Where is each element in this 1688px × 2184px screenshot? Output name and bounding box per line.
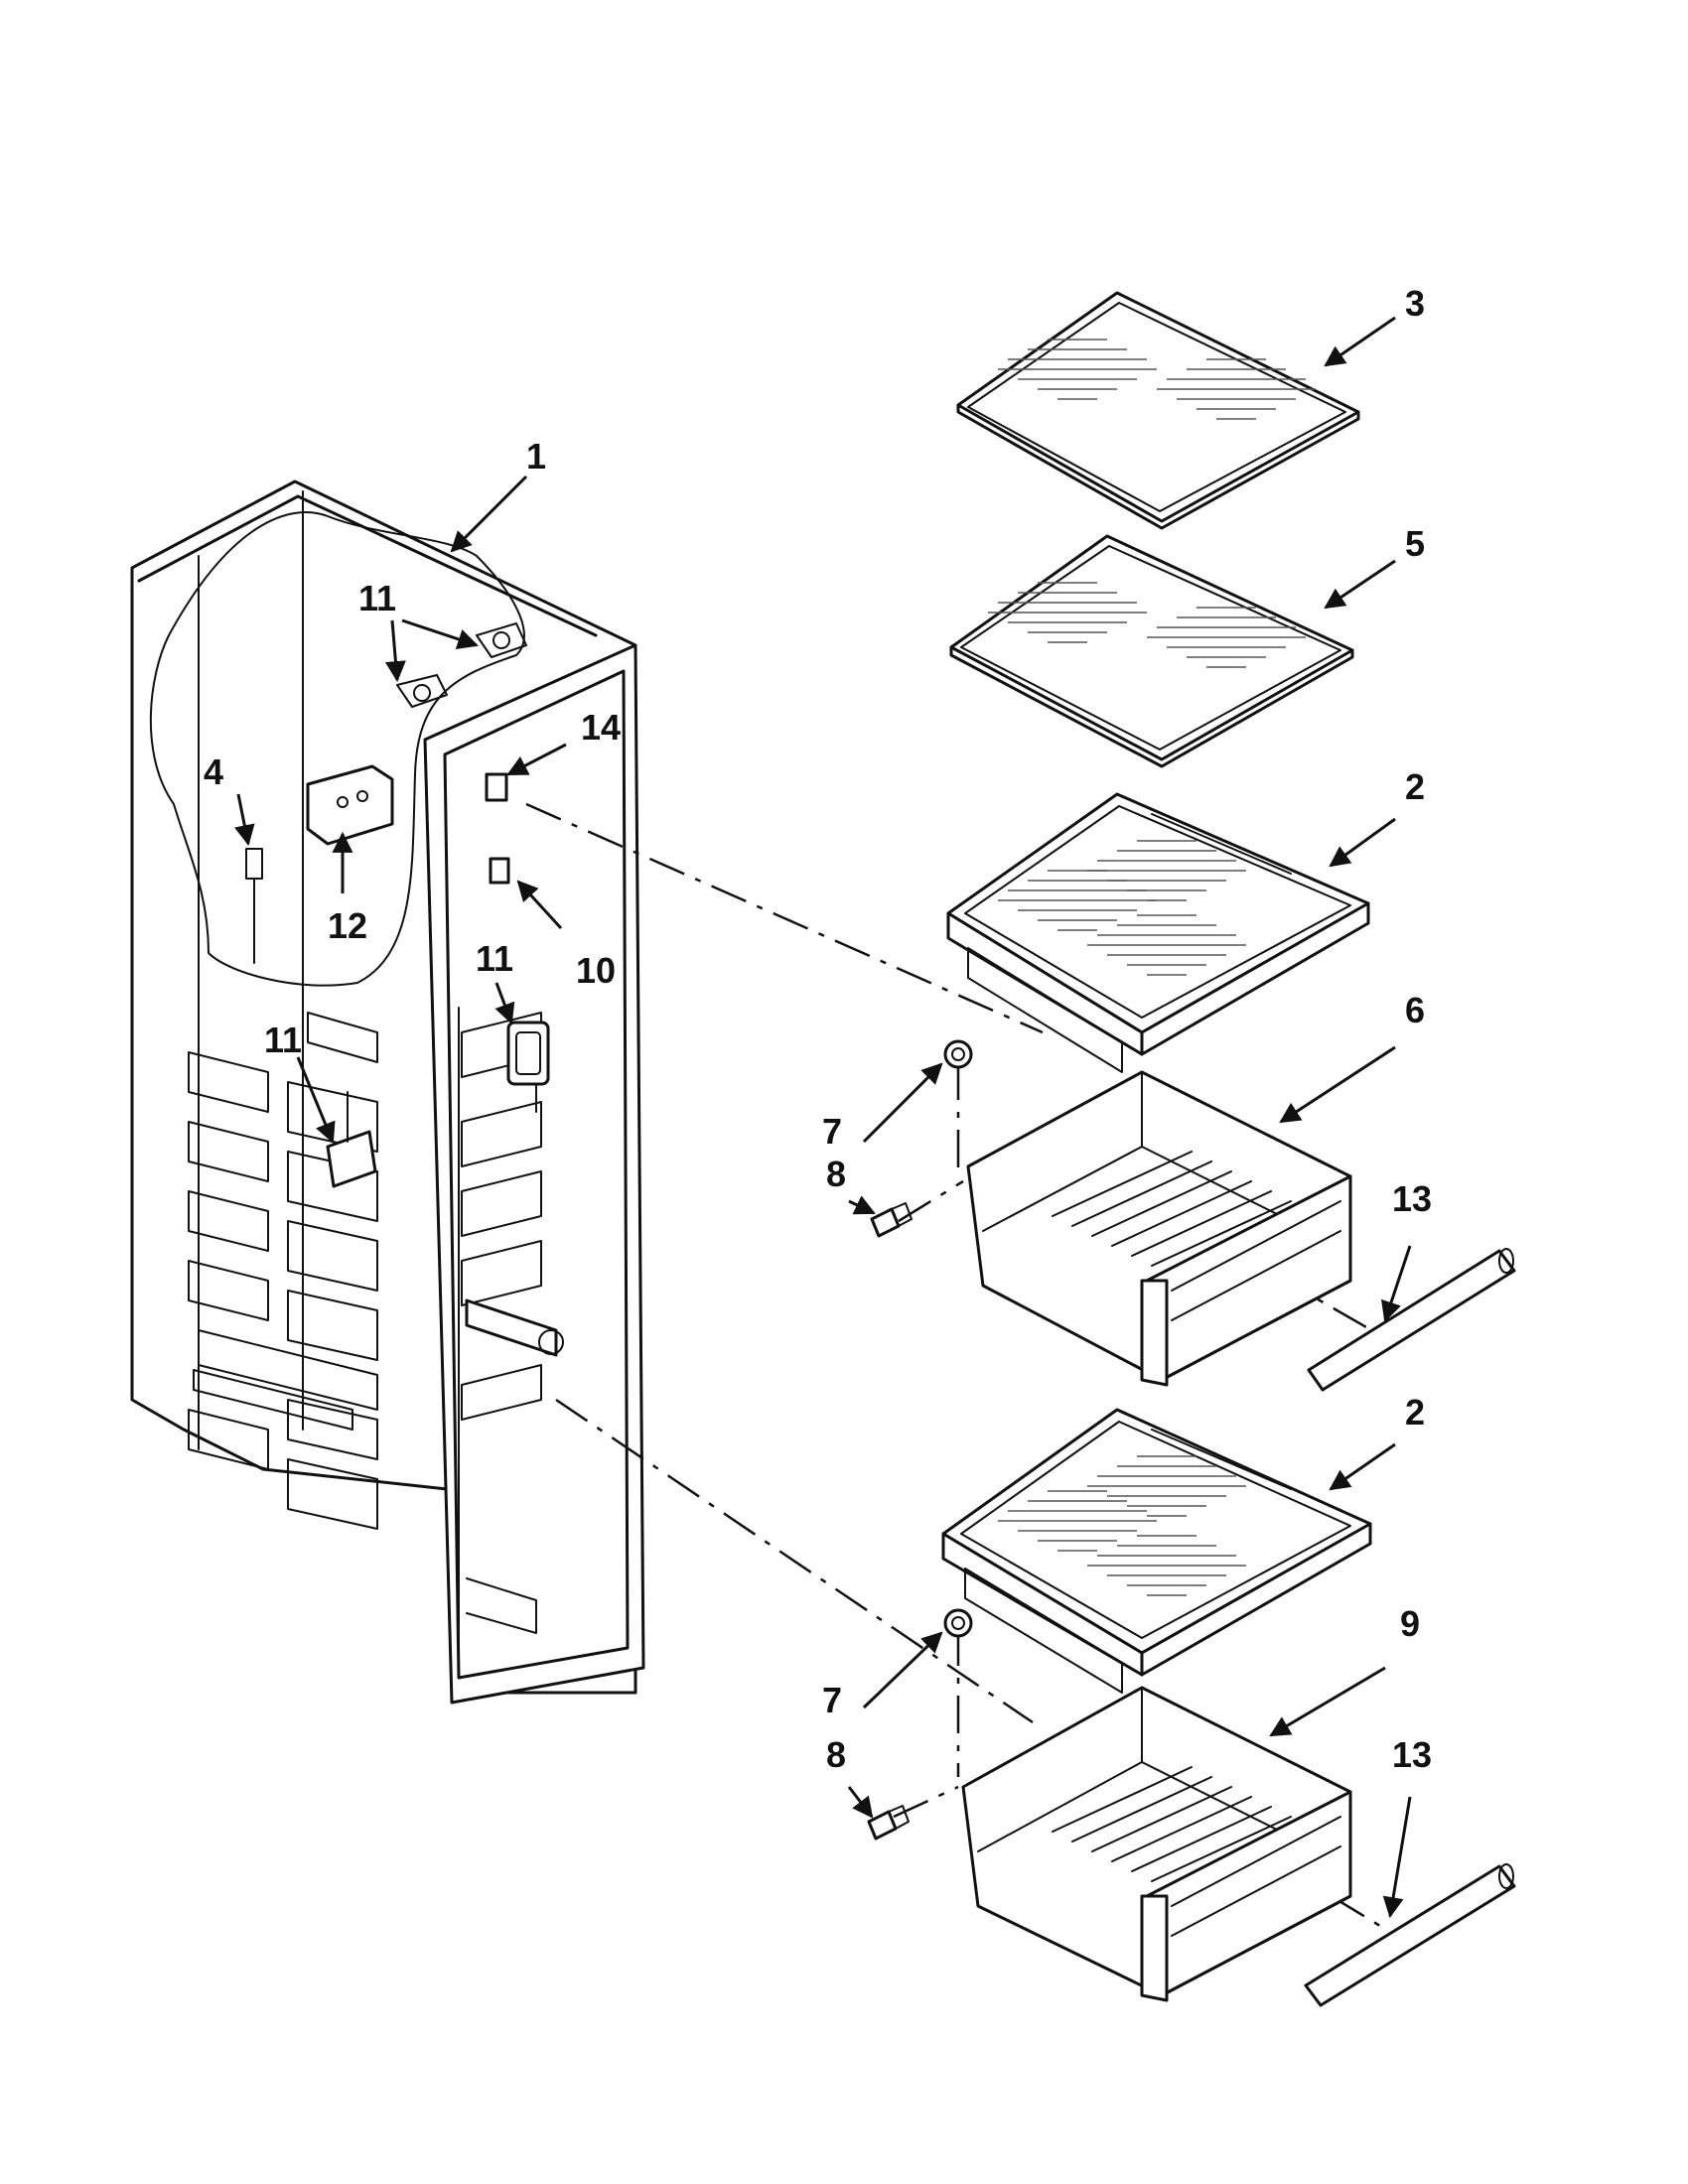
shelf-part-2-upper xyxy=(946,792,1370,1073)
callout-6: 6 xyxy=(1405,990,1425,1030)
trim-part-13-upper xyxy=(1307,1248,1516,1392)
callout-8-lower: 8 xyxy=(826,1734,846,1775)
liner-part-1 xyxy=(130,479,645,1705)
roller-part-7-upper xyxy=(943,1039,973,1069)
light-part-11-right xyxy=(506,1021,550,1113)
callout-11-right: 11 xyxy=(476,938,513,979)
shelf-part-2-lower xyxy=(941,1408,1372,1694)
left-vents xyxy=(188,1012,378,1530)
shelf-part-5 xyxy=(949,534,1354,768)
callout-7-upper: 7 xyxy=(822,1111,842,1152)
thermistor-part-4 xyxy=(245,848,263,964)
callout-2-upper: 2 xyxy=(1405,766,1425,807)
switch-part-14 xyxy=(485,772,508,802)
callout-9: 9 xyxy=(1400,1603,1420,1644)
right-vents xyxy=(461,1012,564,1421)
callout-13-upper: 13 xyxy=(1392,1178,1432,1219)
stud-part-8-lower xyxy=(867,1805,910,1841)
switch-part-10 xyxy=(489,857,510,885)
callout-10: 10 xyxy=(576,950,616,991)
callout-2-lower: 2 xyxy=(1405,1392,1425,1433)
callout-12: 12 xyxy=(328,905,367,946)
callout-4: 4 xyxy=(204,751,223,792)
callout-11-left: 11 xyxy=(264,1020,302,1060)
light-part-11-top xyxy=(396,622,527,708)
callout-13-lower: 13 xyxy=(1392,1734,1432,1775)
roller-part-7-lower xyxy=(943,1608,973,1638)
callout-8-upper: 8 xyxy=(826,1154,846,1194)
callout-3: 3 xyxy=(1405,283,1425,324)
housing-part-12 xyxy=(306,764,394,846)
callout-1: 1 xyxy=(526,436,546,477)
crisper-drawer-part-6 xyxy=(966,1070,1352,1387)
callout-5: 5 xyxy=(1405,523,1425,564)
shelf-part-3 xyxy=(956,291,1360,530)
crisper-drawer-part-9 xyxy=(961,1686,1352,2002)
stud-part-8-upper xyxy=(870,1202,913,1238)
trim-part-13-lower xyxy=(1304,1863,1516,2007)
callout-7-lower: 7 xyxy=(822,1680,842,1720)
light-part-11-left xyxy=(326,1091,377,1188)
callout-11-top: 11 xyxy=(358,578,396,618)
callout-14: 14 xyxy=(581,707,621,748)
